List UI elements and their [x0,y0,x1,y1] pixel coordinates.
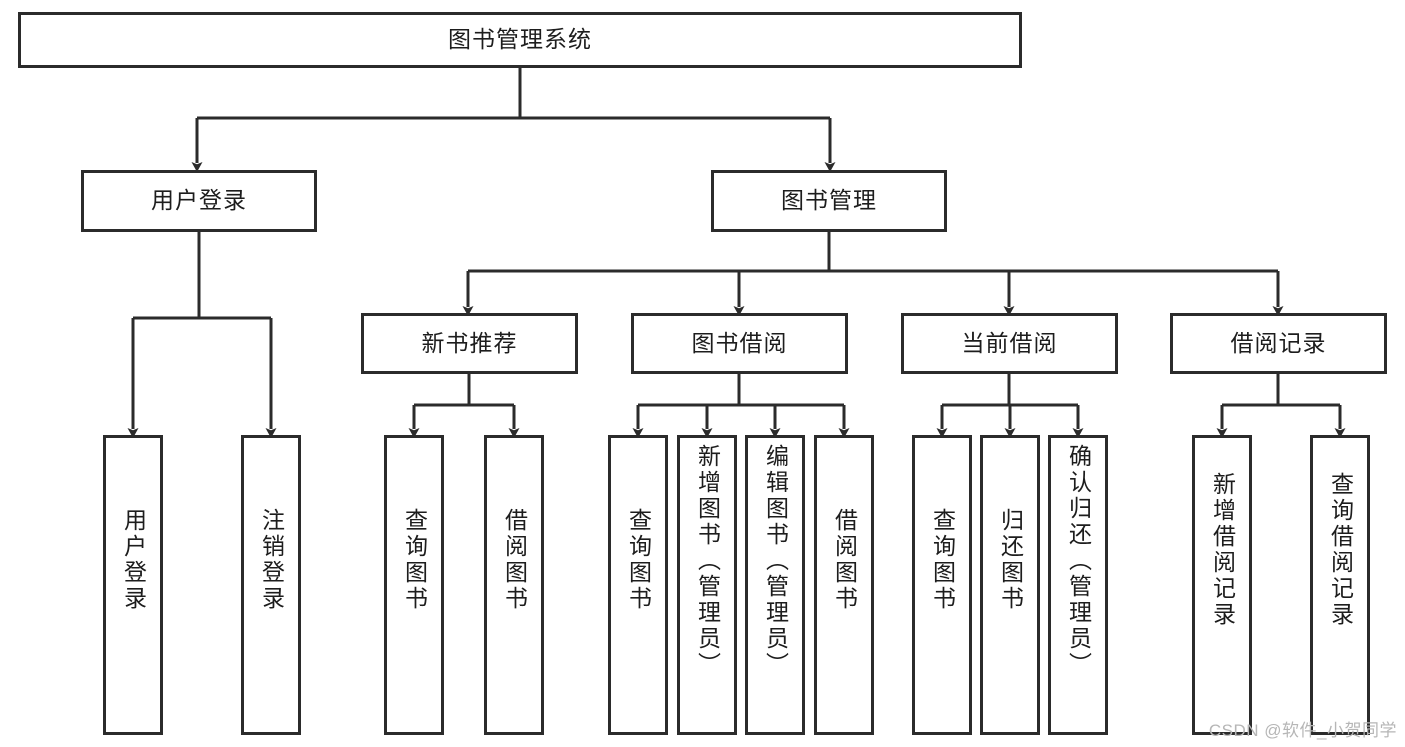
node-leaf-borrow-book-2-label: 借阅图书 [831,508,858,612]
node-leaf-confirm-return[interactable]: 确认归还（管理员） [1048,435,1108,735]
node-leaf-return-book-label: 归还图书 [997,508,1024,612]
node-book-borrow-label: 图书借阅 [691,329,788,356]
node-user-login[interactable]: 用户登录 [81,170,317,232]
node-leaf-user-login[interactable]: 用户登录 [103,435,163,735]
node-root-label: 图书管理系统 [448,26,592,53]
node-current-borrow-label: 当前借阅 [961,329,1058,356]
node-leaf-query-book-2[interactable]: 查询图书 [608,435,668,735]
node-book-manage-label: 图书管理 [781,187,877,214]
node-leaf-return-book[interactable]: 归还图书 [980,435,1040,735]
node-leaf-confirm-return-label: 确认归还（管理员） [1065,444,1092,678]
node-leaf-borrow-book-1[interactable]: 借阅图书 [484,435,544,735]
node-user-login-label: 用户登录 [151,187,247,214]
node-leaf-borrow-book-2[interactable]: 借阅图书 [814,435,874,735]
node-book-borrow[interactable]: 图书借阅 [631,313,848,374]
node-book-manage[interactable]: 图书管理 [711,170,947,232]
node-leaf-logout-label: 注销登录 [258,508,285,612]
node-leaf-edit-book-label: 编辑图书（管理员） [762,444,789,678]
node-leaf-borrow-book-1-label: 借阅图书 [501,508,528,612]
node-leaf-add-record[interactable]: 新增借阅记录 [1192,435,1252,735]
node-borrow-record-label: 借阅记录 [1230,329,1327,356]
node-current-borrow[interactable]: 当前借阅 [901,313,1118,374]
node-leaf-query-record[interactable]: 查询借阅记录 [1310,435,1370,735]
node-leaf-logout[interactable]: 注销登录 [241,435,301,735]
node-leaf-add-record-label: 新增借阅记录 [1209,472,1236,628]
node-leaf-query-book-3-label: 查询图书 [929,508,956,612]
node-new-book-rec[interactable]: 新书推荐 [361,313,578,374]
node-leaf-add-book[interactable]: 新增图书（管理员） [677,435,737,735]
node-leaf-query-book-1[interactable]: 查询图书 [384,435,444,735]
node-leaf-add-book-label: 新增图书（管理员） [694,444,721,678]
node-leaf-query-record-label: 查询借阅记录 [1327,472,1354,628]
node-leaf-query-book-1-label: 查询图书 [401,508,428,612]
node-leaf-edit-book[interactable]: 编辑图书（管理员） [745,435,805,735]
node-root[interactable]: 图书管理系统 [18,12,1022,68]
node-leaf-query-book-3[interactable]: 查询图书 [912,435,972,735]
node-borrow-record[interactable]: 借阅记录 [1170,313,1387,374]
node-new-book-rec-label: 新书推荐 [421,329,518,356]
node-leaf-user-login-label: 用户登录 [120,508,147,612]
node-leaf-query-book-2-label: 查询图书 [625,508,652,612]
